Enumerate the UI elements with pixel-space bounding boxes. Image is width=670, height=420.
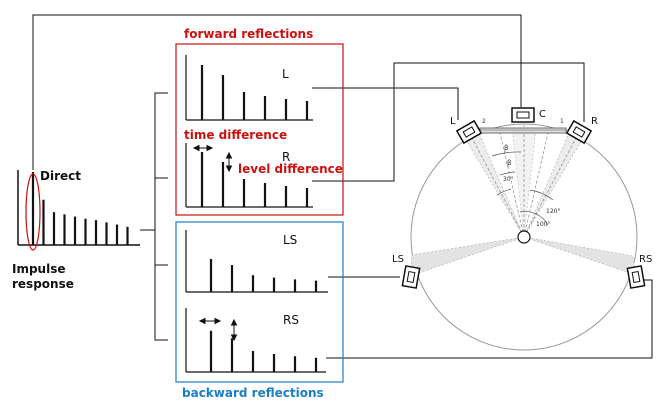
- direct-highlight-ellipse: [25, 173, 41, 251]
- forward-reflections-box: [175, 43, 344, 216]
- plot-LS-label: LS: [283, 233, 297, 247]
- plot-RS-label: RS: [283, 313, 299, 327]
- speaker-C-icon: [511, 107, 535, 123]
- r-coverage-wedge: [523, 130, 583, 238]
- angle-lines: [470, 125, 578, 238]
- plot-LS: LS: [185, 230, 328, 293]
- angle-30-label: 30°: [503, 176, 514, 183]
- speaker-L-label: L: [450, 116, 456, 127]
- plot-RS-to-RS-speaker-line: [326, 279, 653, 359]
- plot-L-bars: [200, 65, 309, 120]
- speaker-RS-icon: [626, 265, 646, 289]
- impulse-label: Impulse: [12, 262, 66, 276]
- plot-LS-bars: [209, 259, 318, 292]
- beta-1-label: β: [507, 159, 511, 167]
- angle-100-label: 100°: [536, 221, 550, 228]
- impulse-response-plot: Direct Impulse response: [12, 169, 140, 291]
- speaker-C-label: C: [539, 109, 546, 120]
- speaker-RS-label: RS: [639, 254, 652, 265]
- rs-level-difference-arrow: [230, 318, 238, 342]
- speaker-L-icon: [455, 119, 483, 145]
- front-screen: [478, 127, 568, 134]
- time-difference-label: time difference: [184, 128, 287, 142]
- plot-RS: RS: [185, 308, 326, 373]
- speaker-LS-icon: [401, 265, 421, 289]
- speaker-R-icon: [565, 119, 593, 145]
- backward-reflections-title: backward reflections: [182, 386, 324, 400]
- level-difference-label: level difference: [238, 162, 343, 176]
- speaker-LS-label: LS: [392, 254, 404, 265]
- backward-reflections-box: [175, 221, 344, 383]
- speaker-layout: β β 30° 120° 100° 2 1 C L R: [392, 107, 652, 351]
- direct-label: Direct: [40, 169, 81, 183]
- impulse-bars: [31, 172, 129, 245]
- connector-lines: [32, 14, 653, 359]
- beta-2-label: β: [504, 144, 508, 152]
- level-difference-arrow: [225, 151, 233, 173]
- angle-120-label: 120°: [546, 208, 560, 215]
- listening-circle: [410, 123, 638, 351]
- response-label: response: [12, 277, 74, 291]
- rs-time-difference-arrow: [198, 317, 222, 325]
- bracket: [154, 92, 168, 341]
- plot-R-label: R: [282, 150, 290, 164]
- ls-coverage-wedge: [409, 236, 525, 277]
- forward-reflections-title: forward reflections: [184, 27, 313, 41]
- plot-RS-bars: [209, 330, 318, 372]
- time-difference-arrow: [192, 144, 214, 152]
- plot-R-bars: [200, 152, 309, 207]
- angle-arcs: [491, 151, 554, 226]
- plot-L-to-L-speaker-line: [312, 87, 459, 120]
- plot-L-label: L: [282, 67, 289, 81]
- position-1-label: 1: [560, 118, 564, 125]
- listener-position: [517, 230, 531, 244]
- plot-R: R: [185, 143, 313, 208]
- speaker-R-label: R: [591, 116, 598, 127]
- plot-R-to-R-speaker-line: [312, 62, 585, 182]
- rs-coverage-wedge: [523, 236, 637, 276]
- plot-L: L: [185, 55, 313, 121]
- position-2-label: 2: [482, 118, 486, 125]
- direct-to-center-line: [32, 14, 522, 170]
